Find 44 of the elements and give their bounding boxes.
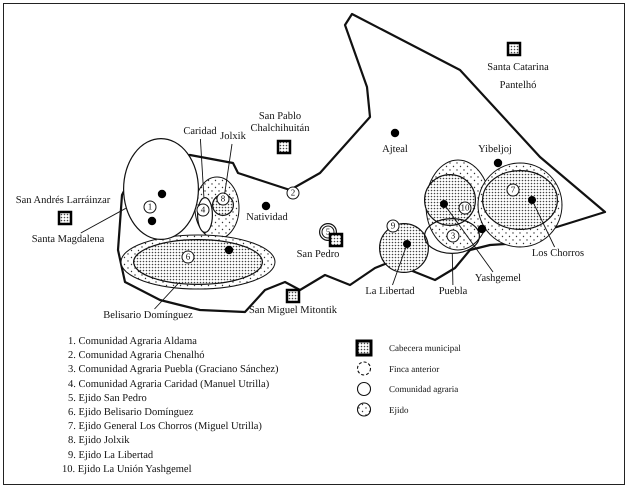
place-label: Ajteal (382, 144, 408, 156)
ejido-area (212, 194, 234, 216)
key-entry: 8. Ejido Jolxik (68, 435, 130, 448)
place-label: San Pablo Chalchihuitán (250, 111, 310, 135)
key-entry: 3. Comunidad Agraria Puebla (Graciano Sánchez) (68, 364, 279, 376)
leader-line (452, 254, 454, 286)
place-label: San Pedro (296, 249, 340, 261)
place-label: San Miguel Mitontik (248, 305, 338, 317)
place-label: Santa Catarina (487, 62, 549, 74)
place-label: Yashgemel (474, 273, 522, 285)
key-entry: 7. Ejido General Los Chorros (Miguel Utrilla) (68, 421, 262, 434)
leader-line (224, 144, 232, 195)
place-label: Jolxik (220, 131, 246, 143)
legend-label: Finca anterior (389, 362, 440, 374)
leader-line (200, 138, 204, 198)
leader-line (446, 206, 494, 272)
place-label: Belisario Domínguez (103, 310, 193, 322)
key-entry: 1. Comunidad Agraria Aldama (68, 336, 197, 348)
key-entry: 6. Ejido Belisario Domínguez (68, 407, 194, 419)
legend-label: Ejido (389, 404, 408, 416)
key-entry: 9. Ejido La Libertad (68, 450, 154, 462)
ejido-area (424, 174, 476, 226)
ejido-area (482, 170, 558, 230)
key-entry: 10. Ejido La Unión Yashgemel (62, 464, 192, 476)
place-label: San Andrés Larráinzar (16, 195, 110, 207)
key-entry: 4. Comunidad Agraria Caridad (Manuel Utrilla) (68, 378, 270, 391)
ejido-area (133, 239, 263, 285)
place-label: Los Chorros (532, 248, 584, 260)
key-entry: 2. Comunidad Agraria Chenalhó (68, 350, 204, 362)
place-label: La Libertad (365, 286, 415, 298)
key-entry: 5. Ejido San Pedro (68, 392, 147, 405)
place-label: Pantelhó (500, 80, 536, 92)
place-label: Puebla (438, 286, 468, 298)
leader-line (154, 283, 178, 310)
area-number: 9 (386, 220, 400, 232)
place-label: Natividad (246, 212, 288, 224)
place-label: Yibeljoj (478, 144, 512, 156)
leader-line (80, 208, 126, 234)
comunidad-area (123, 138, 199, 240)
legend-label: Comunidad agraria (389, 383, 458, 395)
place-label: Caridad (183, 126, 217, 138)
legend-label: Cabecera municipal (389, 342, 461, 354)
area-number: 2 (286, 186, 300, 200)
place-label: Santa Magdalena (32, 234, 104, 246)
